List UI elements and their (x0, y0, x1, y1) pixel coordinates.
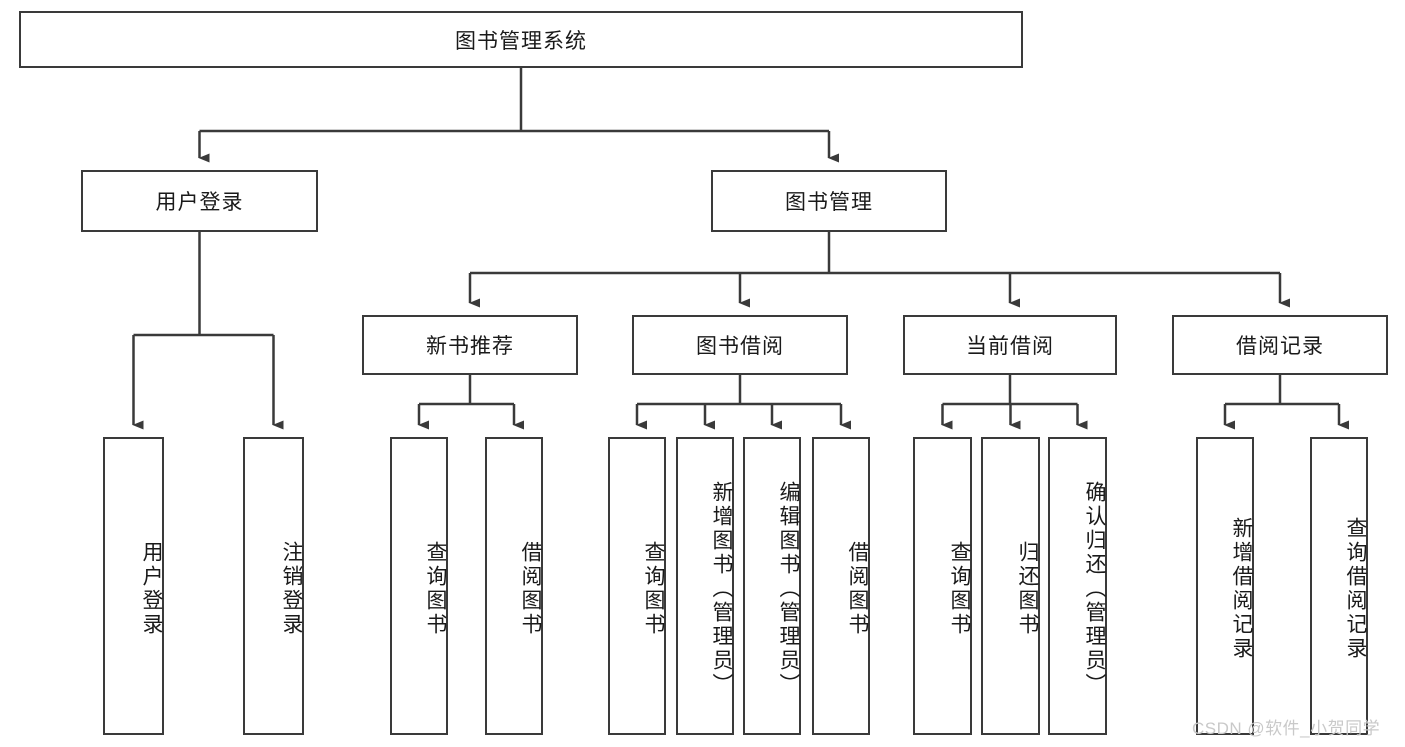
node-root-system[interactable]: 图书管理系统 (19, 11, 1023, 68)
edge-group-current-borrow (941, 375, 1088, 430)
edge-group-new-book-rec (417, 375, 524, 430)
leaf-add-borrow-record[interactable]: 新增借阅记录 (1196, 437, 1254, 735)
edge-group-borrow-record (1223, 375, 1349, 430)
leaf-query-book-current[interactable]: 查询图书 (913, 437, 972, 735)
edge-group-user-login (132, 232, 284, 430)
edge-group-root (198, 68, 839, 163)
edge-group-book-borrow (635, 375, 851, 430)
node-book-borrow[interactable]: 图书借阅 (632, 315, 848, 375)
leaf-edit-book-admin[interactable]: 编辑图书（管理员） (743, 437, 801, 735)
leaf-user-login[interactable]: 用户登录 (103, 437, 164, 735)
leaf-user-logout[interactable]: 注销登录 (243, 437, 304, 735)
leaf-borrow-book-recommend[interactable]: 借阅图书 (485, 437, 543, 735)
edge-group-book-manage (468, 232, 1290, 308)
node-book-management[interactable]: 图书管理 (711, 170, 947, 232)
leaf-query-book-recommend[interactable]: 查询图书 (390, 437, 448, 735)
leaf-confirm-return-admin[interactable]: 确认归还（管理员） (1048, 437, 1107, 735)
leaf-borrow-book[interactable]: 借阅图书 (812, 437, 870, 735)
node-new-book-recommend[interactable]: 新书推荐 (362, 315, 578, 375)
csdn-watermark: CSDN @软件_小贺同学 (1192, 719, 1381, 738)
leaf-add-book-admin[interactable]: 新增图书（管理员） (676, 437, 734, 735)
node-current-borrow[interactable]: 当前借阅 (903, 315, 1117, 375)
node-user-login[interactable]: 用户登录 (81, 170, 318, 232)
leaf-query-book-borrow[interactable]: 查询图书 (608, 437, 666, 735)
node-borrow-record[interactable]: 借阅记录 (1172, 315, 1388, 375)
leaf-query-borrow-record[interactable]: 查询借阅记录 (1310, 437, 1368, 735)
leaf-return-book[interactable]: 归还图书 (981, 437, 1040, 735)
